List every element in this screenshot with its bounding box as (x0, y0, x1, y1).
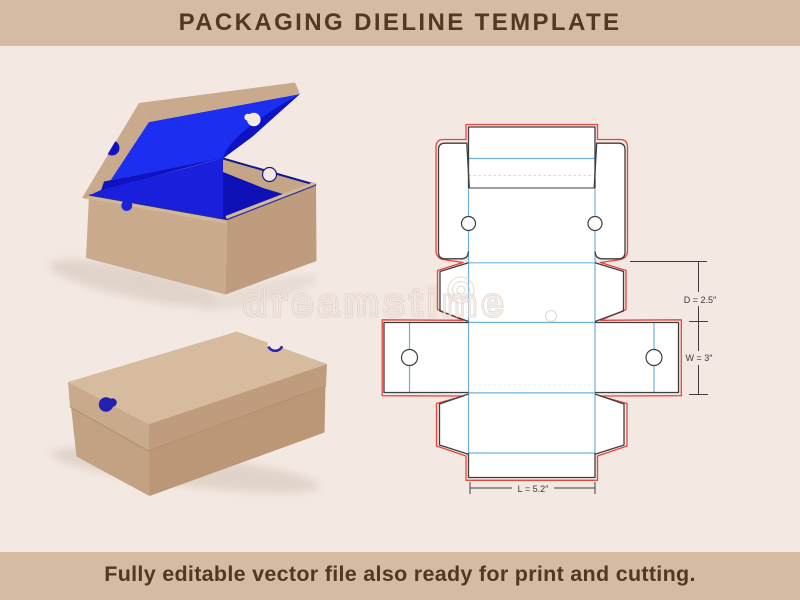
svg-text:L = 5.2″: L = 5.2″ (518, 484, 549, 494)
svg-text:dreamstime: dreamstime (243, 281, 508, 325)
svg-text:W = 3″: W = 3″ (686, 353, 714, 363)
svg-text:D = 2.5″: D = 2.5″ (684, 295, 717, 305)
